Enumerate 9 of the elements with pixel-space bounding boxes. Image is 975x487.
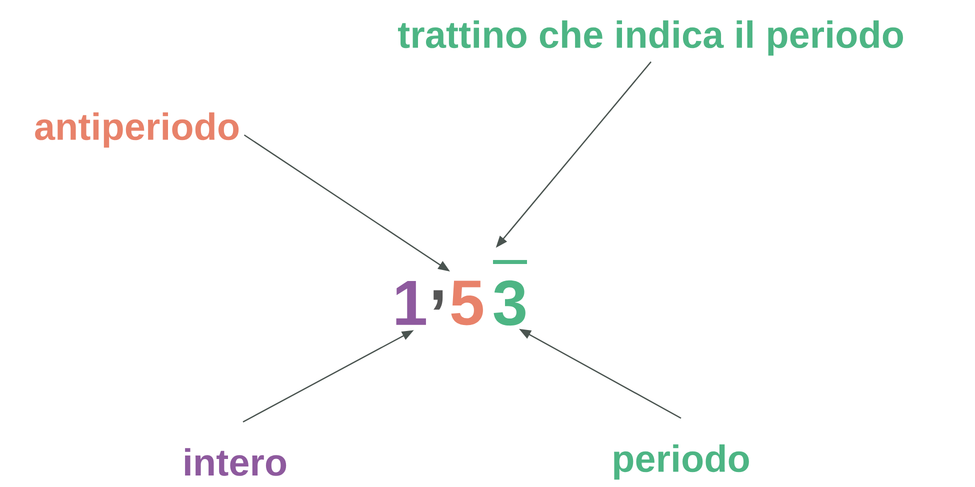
digit: 5 <box>451 280 483 326</box>
overline-bar <box>493 260 527 264</box>
callout-text: antiperiodo <box>35 112 239 148</box>
callout-text: intero <box>185 448 286 476</box>
digit: 1 <box>396 281 426 325</box>
digit: 3 <box>494 280 526 326</box>
callout-text: trattino che indica il periodo <box>398 20 903 56</box>
comma: , <box>433 290 443 310</box>
callout-text: periodo <box>614 444 749 480</box>
